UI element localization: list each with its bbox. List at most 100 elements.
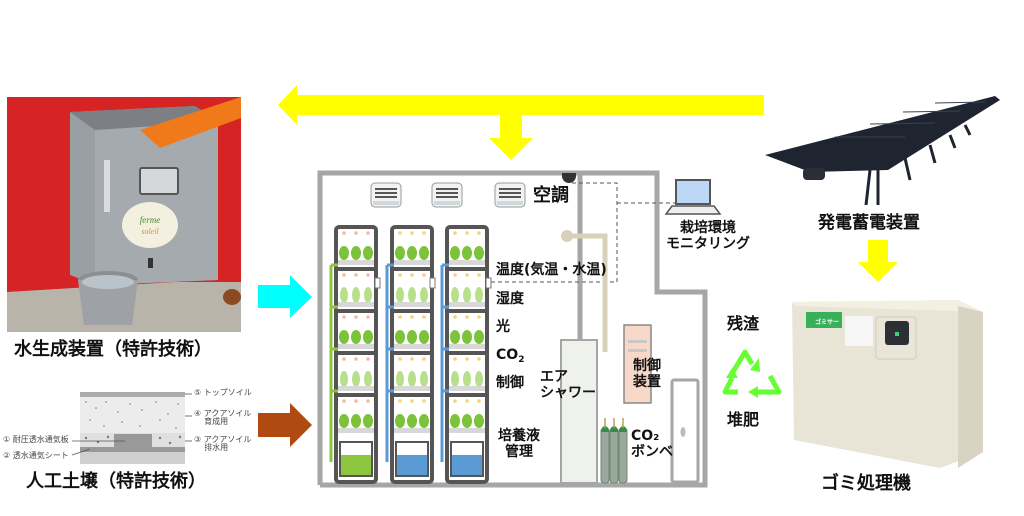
lettuce-plant [339,246,349,260]
lettuce-plant [352,371,360,387]
photo-logo-text: ferme [140,215,161,225]
lettuce-plant [363,414,373,428]
lettuce-plant [463,287,471,303]
lettuce-plant [339,414,349,428]
nutrient-management-label: 培養液管理 [498,428,540,461]
water-generator-photo: ferme soleil [7,97,241,332]
grow-tray [394,386,430,391]
co2-cylinders [600,418,628,484]
grow-light [422,357,426,361]
grow-light [410,231,414,235]
lettuce-plant [352,287,360,303]
lettuce-plant [450,414,460,428]
lettuce-plant [419,330,429,344]
lettuce-plant [408,371,416,387]
lettuce-plant [419,414,429,428]
grow-light [422,315,426,319]
grow-light [354,273,358,277]
soil-layer-4-label: ④ アクアソイル 育成用 [194,409,252,427]
lettuce-plant [474,414,484,428]
laptop-icon [664,179,722,215]
grow-light [477,273,481,277]
garbage-processor-caption: ゴミ処理機 [821,473,911,494]
temperature-label: 温度(気温・水温) [496,262,607,278]
grow-light [453,315,457,319]
grow-light [477,357,481,361]
lettuce-plant [450,330,460,344]
grow-tray [338,428,374,433]
nutrient-solution [397,455,427,475]
soil-layer-5-label: ⑤ トップソイル [194,388,252,397]
lettuce-plant [474,246,484,260]
power-distribution-arrow [278,85,764,125]
grow-light [342,357,346,361]
monitoring-label: 栽培環境モニタリング [666,220,750,253]
lettuce-plant [395,414,405,428]
grow-light [398,231,402,235]
artificial-soil-caption: 人工土壌（特許技術） [26,471,206,492]
lettuce-plant [339,330,349,344]
grow-tray [449,302,485,307]
grow-tray [338,302,374,307]
lettuce-plant [462,414,472,428]
grow-light [354,231,358,235]
grow-tray [449,428,485,433]
lettuce-plant [475,371,483,387]
lettuce-plant [395,330,405,344]
co2-pipe [561,230,608,352]
air-conditioning-label: 空調 [533,185,569,206]
grow-light [465,273,469,277]
grow-light [410,273,414,277]
grow-tray [338,344,374,349]
lettuce-plant [450,246,460,260]
power-unit-caption: 発電蓄電装置 [818,213,920,233]
grow-light [477,315,481,319]
control-unit-box [623,324,652,404]
power-to-garbage-arrow [858,240,898,282]
recycle-icon [722,349,782,398]
lettuce-plant [407,414,417,428]
soil-layer-3-label: ③ アクアソイル 排水用 [194,435,252,453]
nutrient-solution [341,455,371,475]
lettuce-plant [396,287,404,303]
grow-tray [338,260,374,265]
garbage-processor-photo [792,300,983,468]
lettuce-plant [364,371,372,387]
grow-tray [449,386,485,391]
grow-light [354,357,358,361]
lettuce-plant [364,287,372,303]
co2-label: CO2 [496,347,525,365]
water-generator-caption: 水生成装置（特許技術） [14,339,212,360]
lettuce-plant [363,246,373,260]
grow-light [366,231,370,235]
grow-light [453,231,457,235]
monitoring-lines [490,182,676,283]
grow-light [366,315,370,319]
sensor-box [485,277,492,289]
grow-light [410,399,414,403]
humidity-label: 湿度 [496,291,524,307]
lettuce-plant [419,246,429,260]
solar-panel-photo [765,96,1000,206]
control-label: 制御 [496,375,524,391]
grow-light [342,399,346,403]
grow-light [422,273,426,277]
grow-tray [394,428,430,433]
grow-light [422,399,426,403]
lettuce-plant [451,371,459,387]
lettuce-plant [340,371,348,387]
light-label: 光 [496,319,510,335]
grow-light [465,231,469,235]
hydroponic-racks [329,225,492,484]
grow-tray [394,302,430,307]
grow-light [366,273,370,277]
grow-light [398,399,402,403]
air-conditioner-units [370,182,526,208]
grow-light [366,357,370,361]
lettuce-plant [340,287,348,303]
lettuce-plant [351,246,361,260]
grow-light [477,399,481,403]
grow-light [398,357,402,361]
